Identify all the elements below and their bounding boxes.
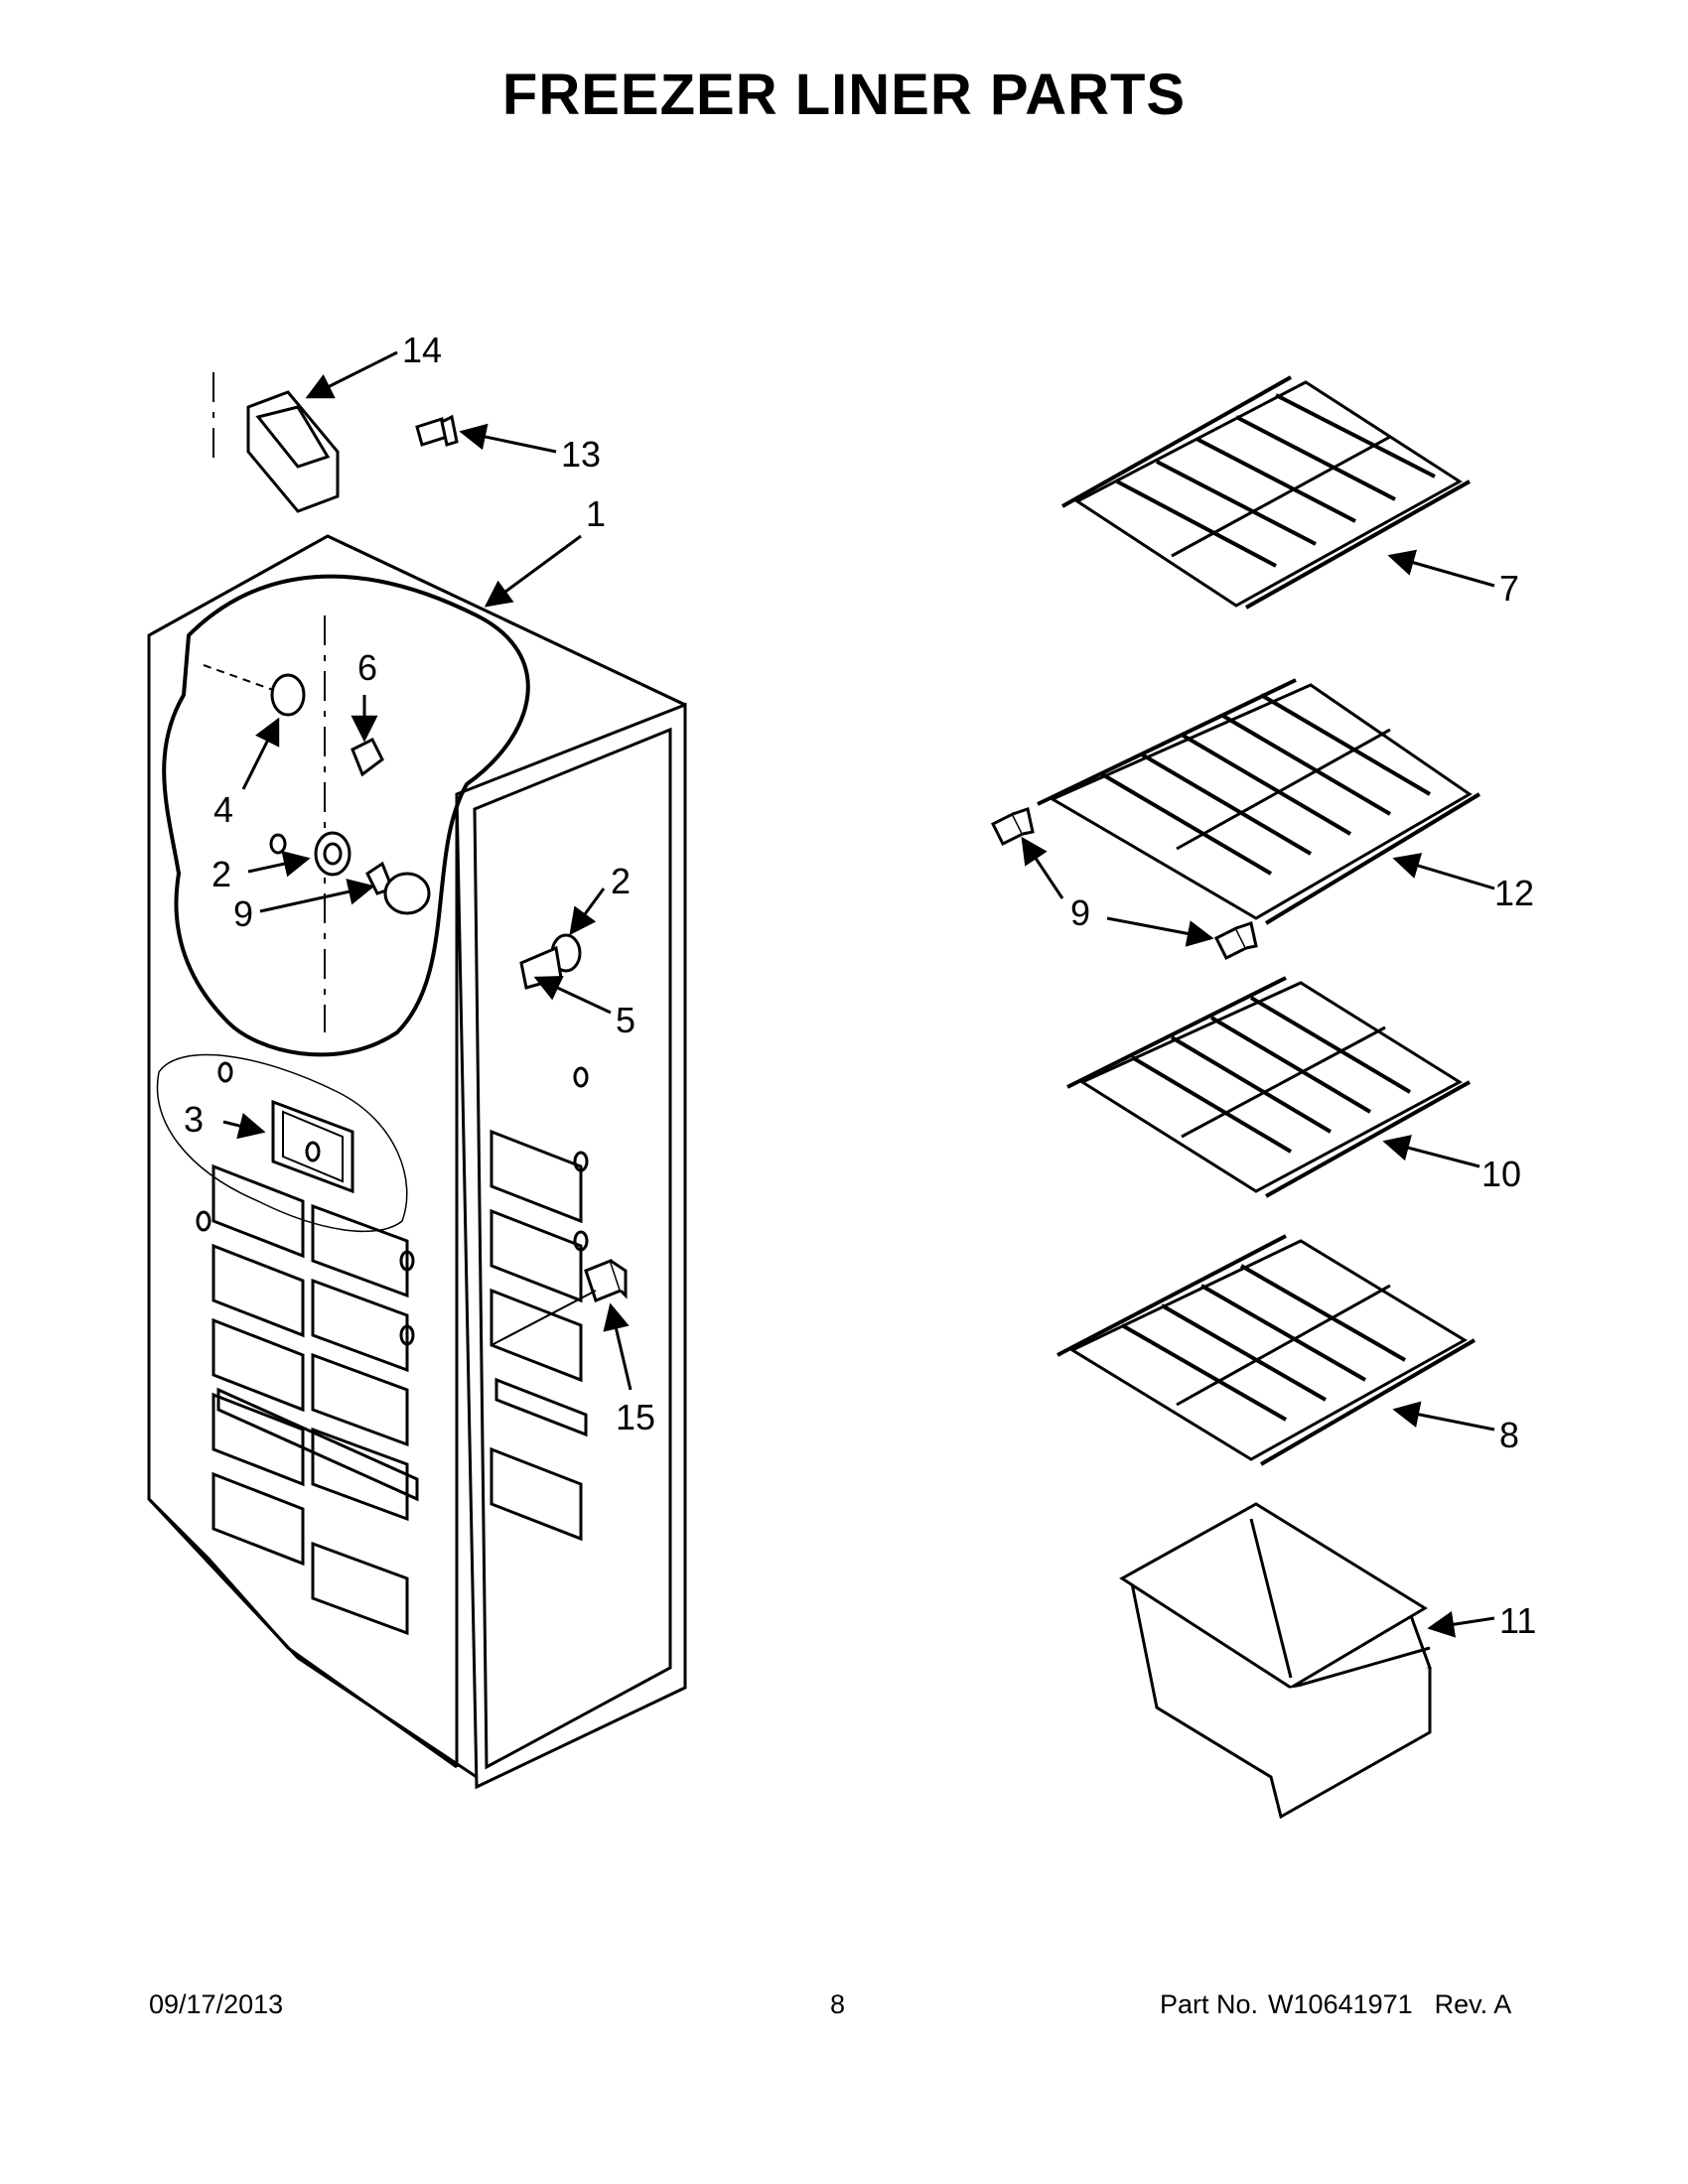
callout-8: 8 bbox=[1499, 1415, 1519, 1455]
callout-4: 4 bbox=[213, 789, 233, 830]
wire-shelf-7 bbox=[1061, 375, 1471, 610]
callout-9-right: 9 bbox=[1070, 892, 1090, 933]
callout-5: 5 bbox=[616, 1000, 635, 1040]
callout-15: 15 bbox=[616, 1397, 655, 1437]
footer-part-info: Part No. W10641971 Rev. A bbox=[1160, 1989, 1511, 2020]
callout-6: 6 bbox=[357, 647, 377, 688]
footer-revision: Rev. A bbox=[1434, 1989, 1512, 2019]
callout-13: 13 bbox=[561, 434, 601, 475]
footer-date: 09/17/2013 bbox=[149, 1989, 284, 2019]
screw-part bbox=[415, 414, 459, 447]
wire-shelf-10 bbox=[1066, 976, 1471, 1198]
bracket-part bbox=[212, 372, 340, 513]
callout-1: 1 bbox=[586, 493, 606, 534]
wire-shelf-8 bbox=[1056, 1234, 1477, 1466]
callout-7: 7 bbox=[1499, 568, 1519, 609]
footer-part-label: Part No. bbox=[1160, 1989, 1259, 2019]
callout-leaders bbox=[222, 350, 1495, 1638]
freezer-liner bbox=[147, 534, 687, 1790]
callout-3: 3 bbox=[184, 1099, 204, 1140]
callout-12: 12 bbox=[1494, 873, 1534, 913]
page-title: FREEZER LINER PARTS bbox=[501, 63, 1187, 127]
callout-11: 11 bbox=[1499, 1600, 1536, 1641]
clip-part bbox=[351, 737, 384, 777]
callout-10: 10 bbox=[1481, 1154, 1521, 1194]
callout-14: 14 bbox=[402, 330, 442, 370]
callout-2-right: 2 bbox=[611, 861, 631, 901]
control-housing bbox=[156, 1053, 408, 1233]
callout-2-left: 2 bbox=[211, 854, 231, 894]
bin-11 bbox=[1119, 1502, 1432, 1820]
lamp-socket-left bbox=[314, 831, 352, 877]
wire-shelf-12 bbox=[1037, 678, 1481, 925]
callout-labels: 14 13 1 6 4 2 9 2 5 3 15 7 9 12 10 8 11 bbox=[184, 330, 1536, 1641]
footer-part-number: W10641971 bbox=[1268, 1989, 1413, 2019]
footer-page-number: 8 bbox=[830, 1989, 846, 2019]
knob-part bbox=[203, 664, 306, 717]
callout-9-left: 9 bbox=[233, 893, 253, 934]
switch-part bbox=[491, 1259, 628, 1346]
shelf-support-pin bbox=[990, 807, 1258, 961]
